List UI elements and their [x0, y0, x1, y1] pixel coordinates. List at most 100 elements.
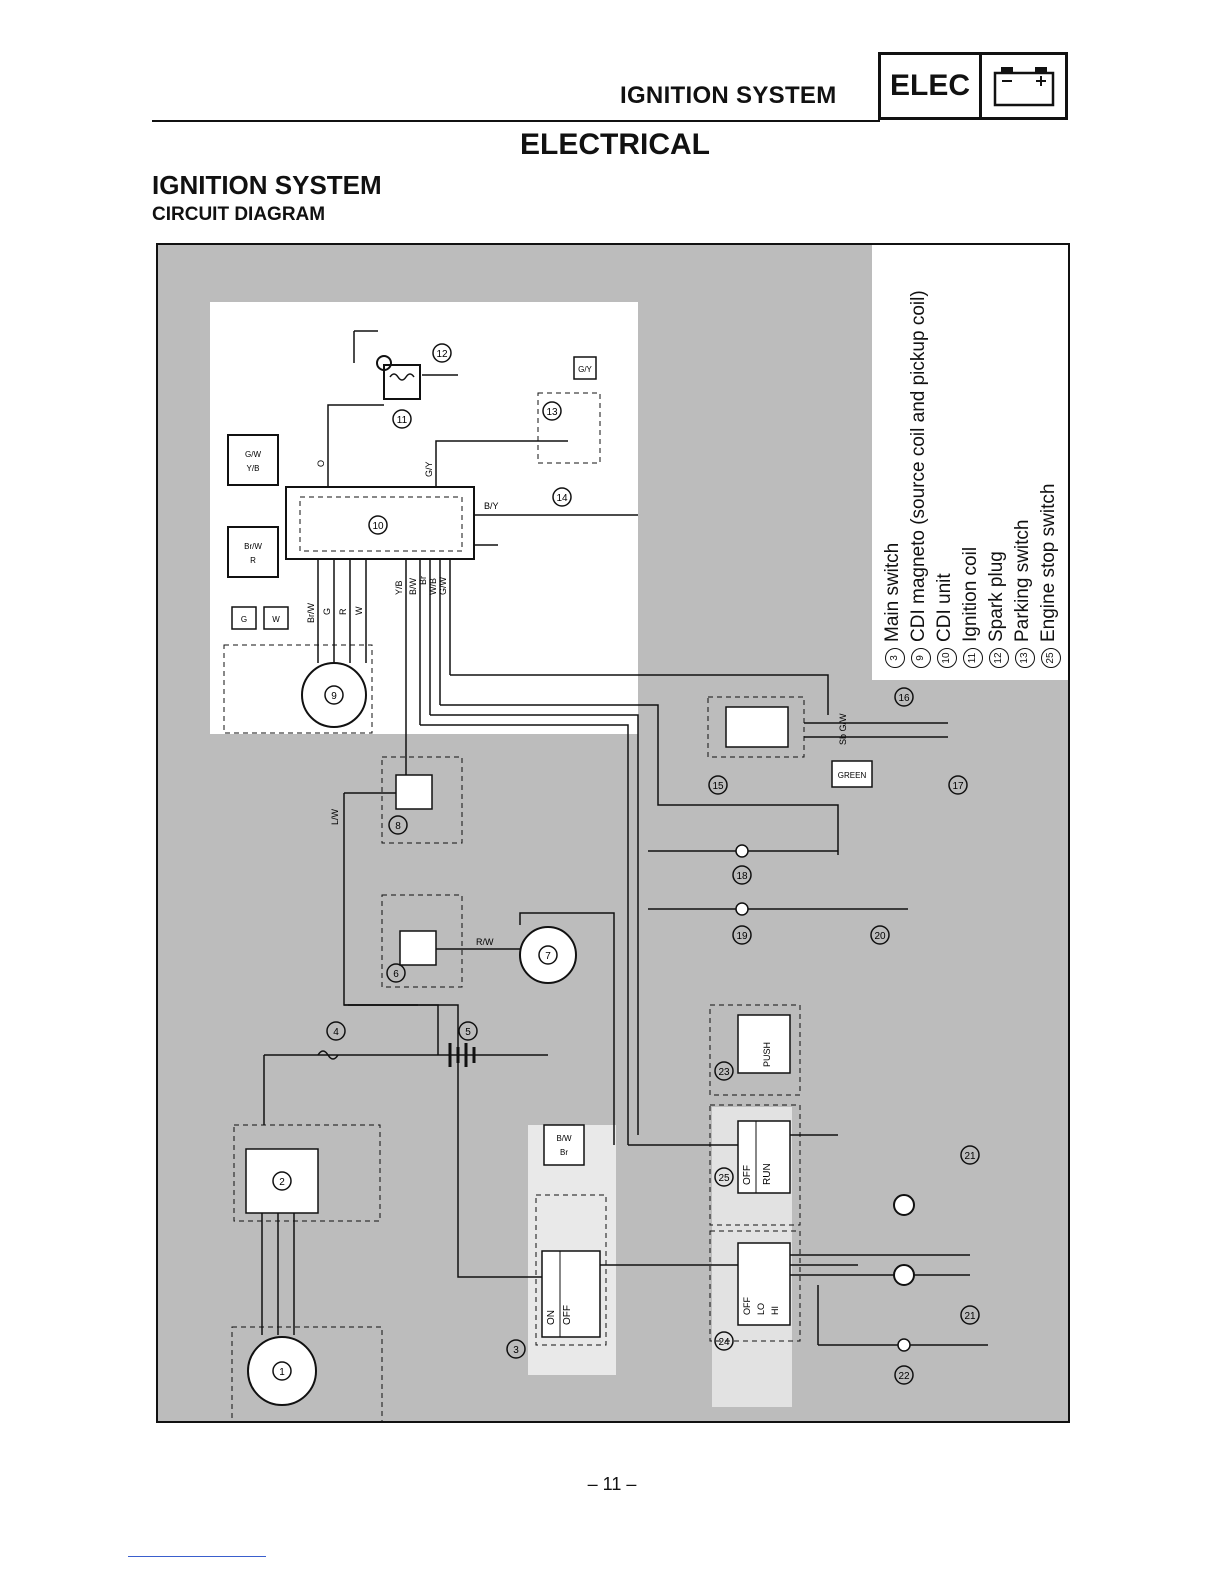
wire-bw-main: [420, 724, 629, 1145]
wire-label-br: Br: [418, 576, 428, 585]
number-20: 20: [874, 931, 886, 942]
connector-gw: G/W: [245, 450, 261, 459]
ac-magneto-outline: [231, 1326, 383, 1421]
number-21b: 21: [964, 1311, 976, 1322]
ignition-coil-callout: [392, 409, 412, 429]
magneto-callout: [324, 685, 344, 705]
callout-4: [326, 1021, 346, 1041]
cdi-unit-outline: [299, 496, 463, 552]
callout-21b: [960, 1305, 980, 1325]
wire-to-relay: [450, 674, 829, 715]
legend-box: 3Main switch 9CDI magneto (source coil a…: [872, 245, 1068, 680]
cdi-connector-b: [227, 526, 279, 578]
circuit-diagram-svg: 10 11 12 O 13 G/Y G/Y 9 Br/W G: [210, 302, 988, 1421]
main-switch-callout: [506, 1339, 526, 1359]
light-switch-outline: [709, 1230, 801, 1342]
spark-plug: [376, 355, 392, 371]
callout-15: [708, 775, 728, 795]
starter-relay: [399, 930, 437, 966]
start-switch-outline: [709, 1004, 801, 1096]
wire-label-r: R: [338, 608, 348, 615]
wire-br-main: [430, 714, 639, 1135]
legend-item-cdi-unit: 10CDI unit: [932, 257, 958, 668]
sub-heading: CIRCUIT DIAGRAM: [152, 204, 326, 225]
cdi-connector-a: [227, 434, 279, 486]
callout-8: [388, 815, 408, 835]
header-title: IGNITION SYSTEM: [620, 82, 837, 109]
stop-switch-number: 25: [718, 1173, 730, 1184]
light-switch: [737, 1242, 791, 1326]
wire-label-lw: L/W: [330, 808, 340, 825]
header-rule: [152, 120, 880, 122]
light-switch-off: OFF: [742, 1297, 752, 1315]
connector-r: R: [250, 556, 256, 565]
callout-2: [272, 1171, 292, 1191]
wire-label-gy: G/Y: [424, 461, 434, 477]
footer-line: [128, 1556, 266, 1557]
fuse-symbol: [317, 1050, 339, 1060]
wire-label-by: B/Y: [484, 501, 499, 511]
number-14: 14: [556, 493, 568, 504]
number-1: 1: [279, 1367, 285, 1378]
stop-switch-outline: [709, 1104, 801, 1226]
headlight-left: [893, 1194, 915, 1216]
rectifier-block: [395, 774, 433, 810]
number-8: 8: [395, 821, 401, 832]
magneto-outline: [223, 644, 373, 734]
start-switch: [737, 1014, 791, 1074]
legend-item-ignition-coil: 11Ignition coil: [958, 257, 984, 668]
coil-winding: [389, 373, 415, 381]
wire-label-brw: Br/W: [306, 602, 316, 623]
light-switch-hi: HI: [770, 1306, 780, 1315]
number-22: 22: [898, 1371, 910, 1382]
callout-24: [714, 1331, 734, 1351]
ignition-coil: [383, 364, 421, 400]
section-heading: IGNITION SYSTEM: [152, 170, 382, 200]
cdi-unit-callout: [368, 515, 388, 535]
regulator-outline: [233, 1124, 381, 1222]
legend-item-parking-switch: 13Parking switch: [1010, 257, 1036, 668]
callout-17: [948, 775, 968, 795]
wire-label-wb: W/B: [428, 578, 438, 595]
magneto-connector-a: [231, 606, 257, 630]
number-16: 16: [898, 693, 910, 704]
connector-yb: Y/B: [247, 464, 260, 473]
parking-switch-outline: [537, 392, 601, 464]
parking-switch-connector: [573, 356, 597, 380]
callout-16: [894, 687, 914, 707]
wire-to-lights: [440, 704, 839, 855]
stop-switch-off: OFF: [742, 1165, 753, 1185]
number-21: 21: [964, 1151, 976, 1162]
magneto-connector-b: [263, 606, 289, 630]
cdi-unit-number: 10: [372, 521, 384, 532]
battery-icon: [982, 55, 1065, 117]
wire-label-bw: B/W: [408, 577, 418, 595]
light-19: [735, 902, 749, 916]
engine-stop-switch: [737, 1120, 791, 1194]
wire-orange: [327, 404, 384, 487]
legend-item-engine-stop-switch: 25Engine stop switch: [1036, 257, 1062, 668]
light-18: [735, 844, 749, 858]
main-switch-number: 3: [513, 1345, 519, 1356]
wire-battery-up: [344, 1004, 439, 1055]
page-number: – 11 –: [587, 1474, 637, 1494]
spark-plug-number: 12: [436, 349, 448, 360]
callout-23: [714, 1061, 734, 1081]
main-switch-off: OFF: [562, 1305, 573, 1325]
number-15: 15: [712, 781, 724, 792]
callout-5: [458, 1021, 478, 1041]
spark-plug-callout: [432, 343, 452, 363]
relay-block: [725, 706, 789, 748]
ac-magneto: [247, 1336, 317, 1406]
magneto-number: 9: [331, 691, 337, 702]
main-switch-outline: [535, 1194, 607, 1346]
headlight-right: [893, 1264, 915, 1286]
legend-item-main-switch: 3Main switch: [880, 257, 906, 668]
parking-switch-callout: [542, 401, 562, 421]
callout-1: [272, 1361, 292, 1381]
light-switch-lo: LO: [756, 1303, 766, 1315]
wire-label-o: O: [316, 460, 326, 467]
main-switch-connector: [543, 1124, 585, 1166]
regulator-block: [245, 1148, 319, 1214]
number-17: 17: [952, 781, 964, 792]
